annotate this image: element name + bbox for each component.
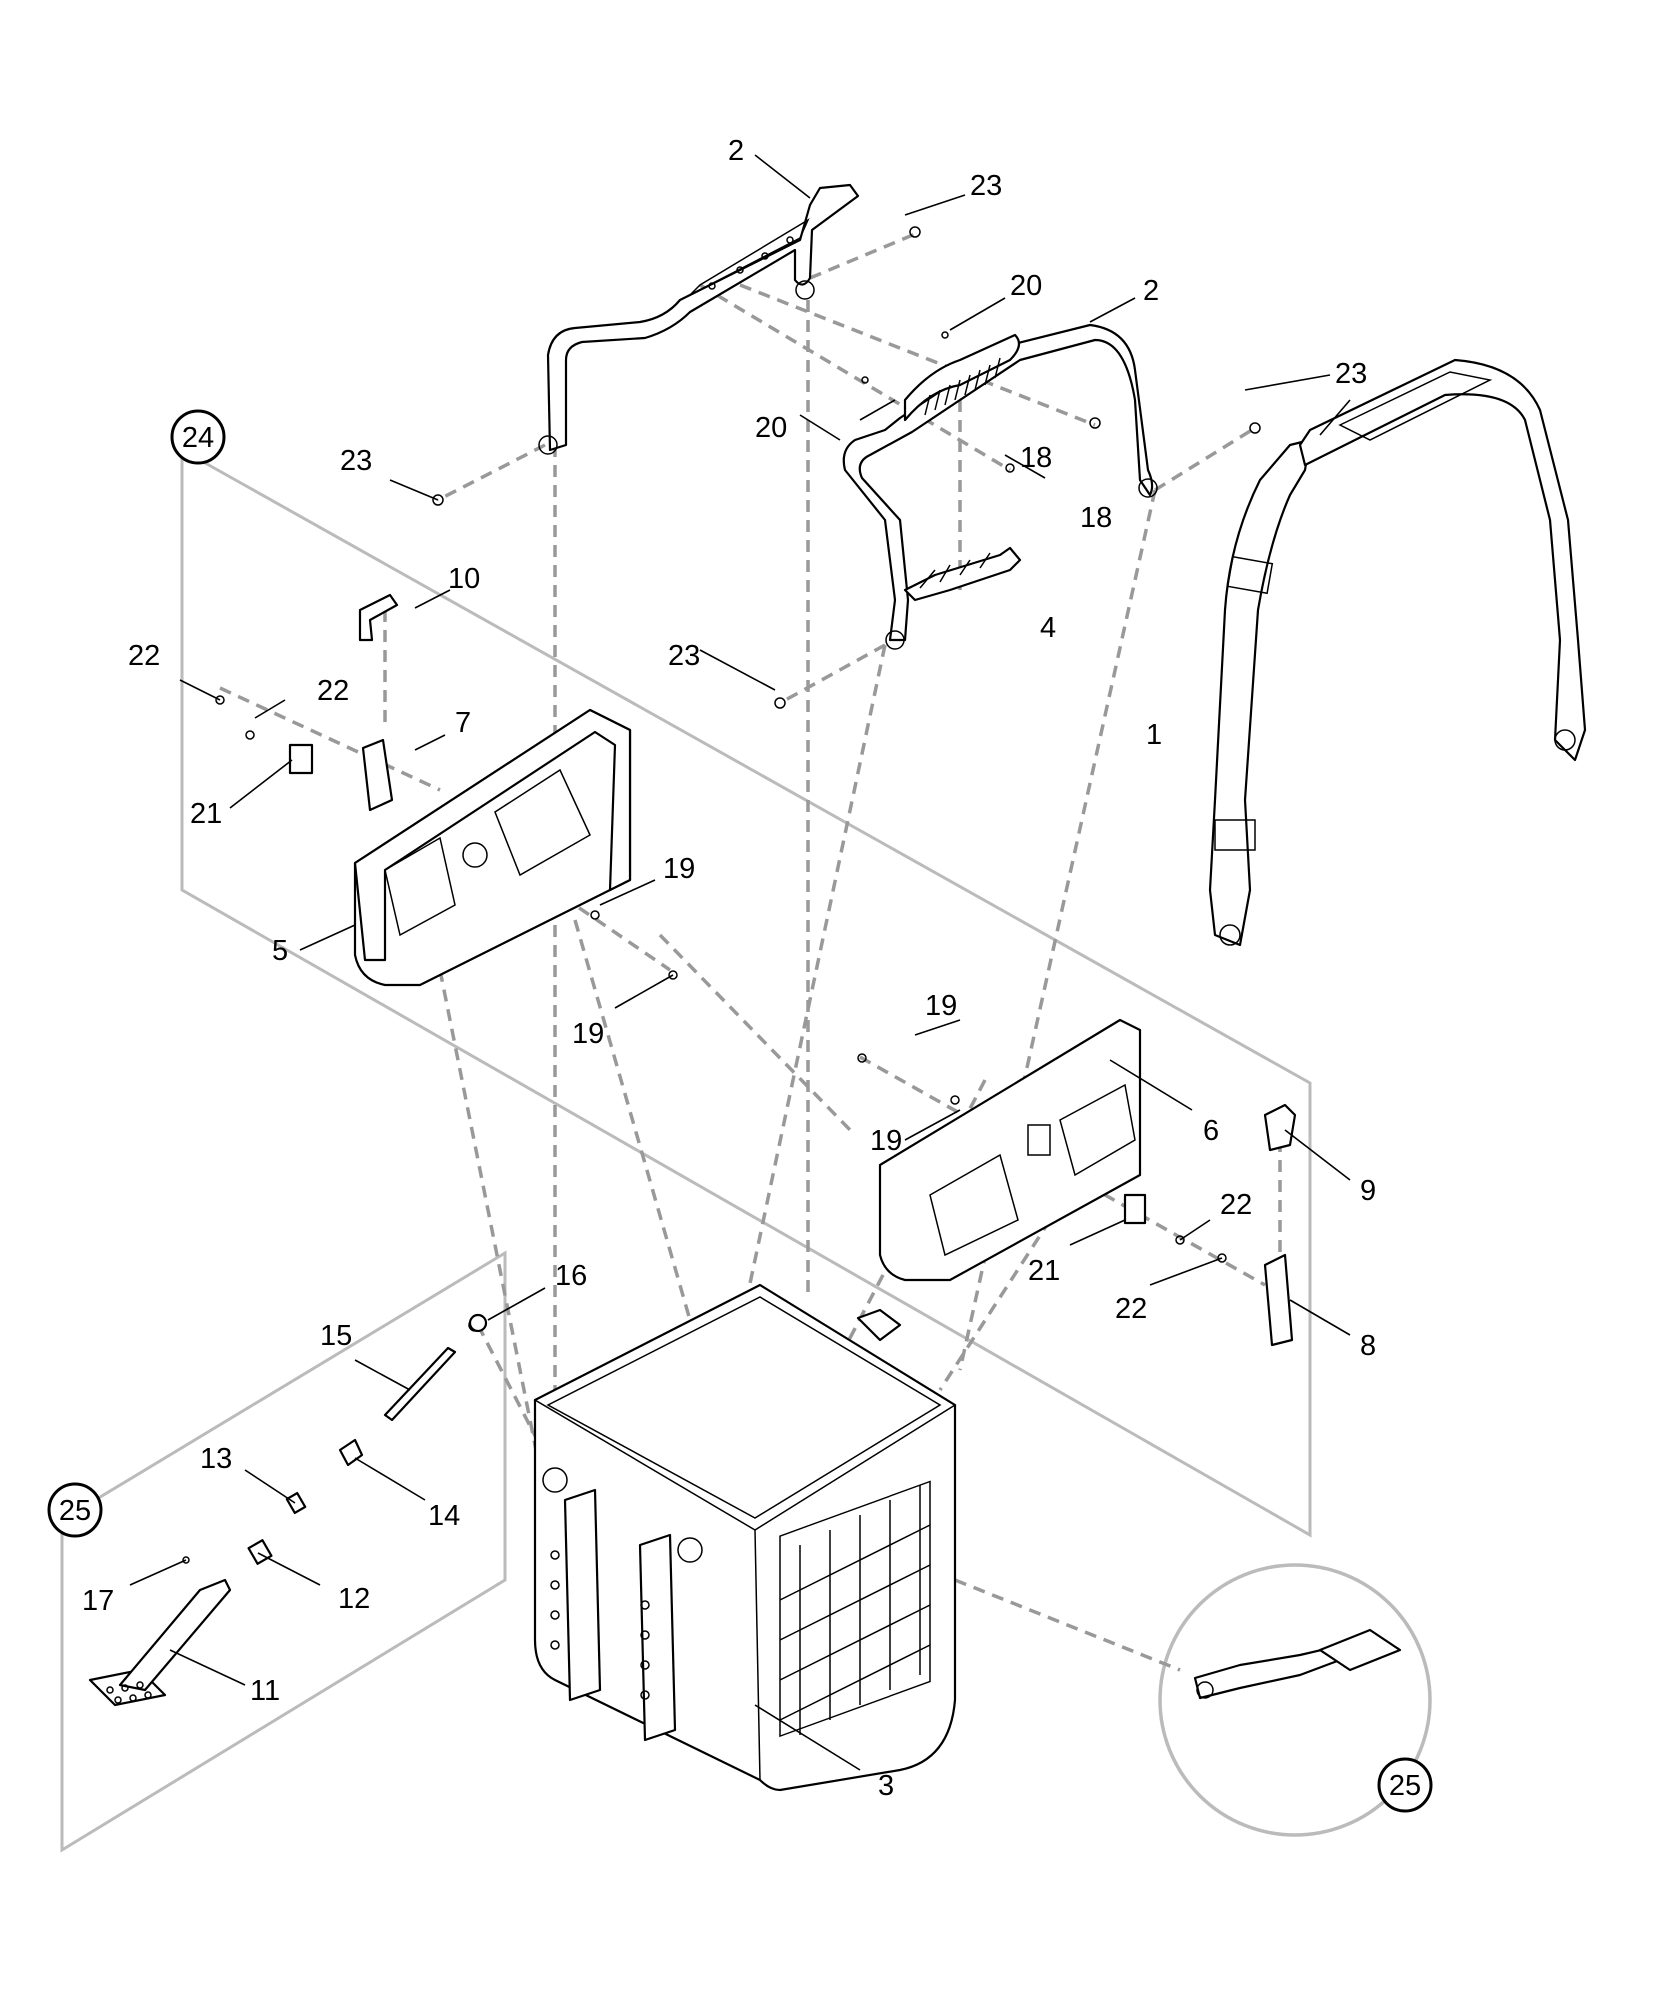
callout-9: 9 — [1360, 1175, 1376, 1207]
leader-lines — [129, 154, 1351, 1771]
callout-22b: 22 — [317, 675, 349, 707]
part-3-bucket — [533, 1283, 957, 1792]
callout-19a: 19 — [663, 853, 695, 885]
part-2-rear-handle — [538, 183, 860, 455]
assembly-lines — [219, 230, 1282, 1672]
callout-12: 12 — [338, 1583, 370, 1615]
part-7-strap-loop — [361, 738, 394, 812]
callout-1: 1 — [1146, 719, 1162, 751]
part-10-clip — [358, 593, 399, 642]
part-11-latch-assembled — [1193, 1628, 1402, 1700]
callout-23c: 23 — [340, 445, 372, 477]
callout-2a: 2 — [728, 135, 744, 167]
callout-4: 4 — [1040, 612, 1056, 644]
callout-7: 7 — [455, 707, 471, 739]
part-11-latch — [88, 1578, 232, 1707]
callout-labels: 2 23 20 2 23 20 18 18 23 10 4 1 22 22 23… — [82, 135, 1376, 1802]
part-8-strap-loop — [1263, 1253, 1294, 1347]
circled-callout-24: 24 — [170, 409, 226, 465]
callout-22d: 22 — [1115, 1293, 1147, 1325]
callout-19c: 19 — [925, 990, 957, 1022]
part-6-side-panel — [878, 1018, 1142, 1282]
callout-23b: 23 — [1335, 358, 1367, 390]
part-15-spring-rod — [383, 1346, 457, 1422]
svg-text:24: 24 — [182, 422, 214, 454]
callout-14: 14 — [428, 1500, 460, 1532]
callout-22c: 22 — [1220, 1189, 1252, 1221]
callout-18b: 18 — [1080, 502, 1112, 534]
callout-22a: 22 — [128, 640, 160, 672]
callout-10: 10 — [448, 563, 480, 595]
part-4-grip — [903, 546, 1022, 602]
svg-text:25: 25 — [1389, 1770, 1421, 1802]
callout-21b: 21 — [1028, 1255, 1060, 1287]
circled-callout-25-detail: 25 — [1377, 1757, 1433, 1813]
part-16-cap — [468, 1313, 488, 1333]
callout-19b: 19 — [572, 1018, 604, 1050]
callout-2b: 2 — [1143, 275, 1159, 307]
circled-callout-25-left: 25 — [47, 1482, 103, 1538]
callout-23d: 23 — [668, 640, 700, 672]
part-21-plate — [288, 743, 314, 775]
callout-5: 5 — [272, 935, 288, 967]
callout-6: 6 — [1203, 1115, 1219, 1147]
callout-20a: 20 — [1010, 270, 1042, 302]
svg-text:25: 25 — [59, 1495, 91, 1527]
callout-13: 13 — [200, 1443, 232, 1475]
callout-17: 17 — [82, 1585, 114, 1617]
callout-21a: 21 — [190, 798, 222, 830]
part-1-shoulder-strap — [1208, 358, 1587, 947]
part-21-plate-right — [1123, 1193, 1147, 1225]
callout-8: 8 — [1360, 1330, 1376, 1362]
part-2-front-handle — [842, 323, 1158, 650]
callout-23a: 23 — [970, 170, 1002, 202]
part-14-knob — [338, 1438, 364, 1467]
callout-16: 16 — [555, 1260, 587, 1292]
part-13-spring — [285, 1491, 307, 1515]
callout-3: 3 — [878, 1770, 894, 1802]
callout-20b: 20 — [755, 412, 787, 444]
callout-19d: 19 — [870, 1125, 902, 1157]
callout-11: 11 — [250, 1675, 280, 1707]
detail-plane-24 — [180, 447, 1312, 1538]
part-9-clip — [1263, 1103, 1297, 1152]
callout-15: 15 — [320, 1320, 352, 1352]
detail-plane-25 — [60, 1250, 507, 1853]
part-12-bushing — [247, 1539, 273, 1565]
callout-18a: 18 — [1020, 442, 1052, 474]
detail-circle-25 — [1158, 1563, 1432, 1837]
part-5-side-panel — [353, 708, 632, 987]
